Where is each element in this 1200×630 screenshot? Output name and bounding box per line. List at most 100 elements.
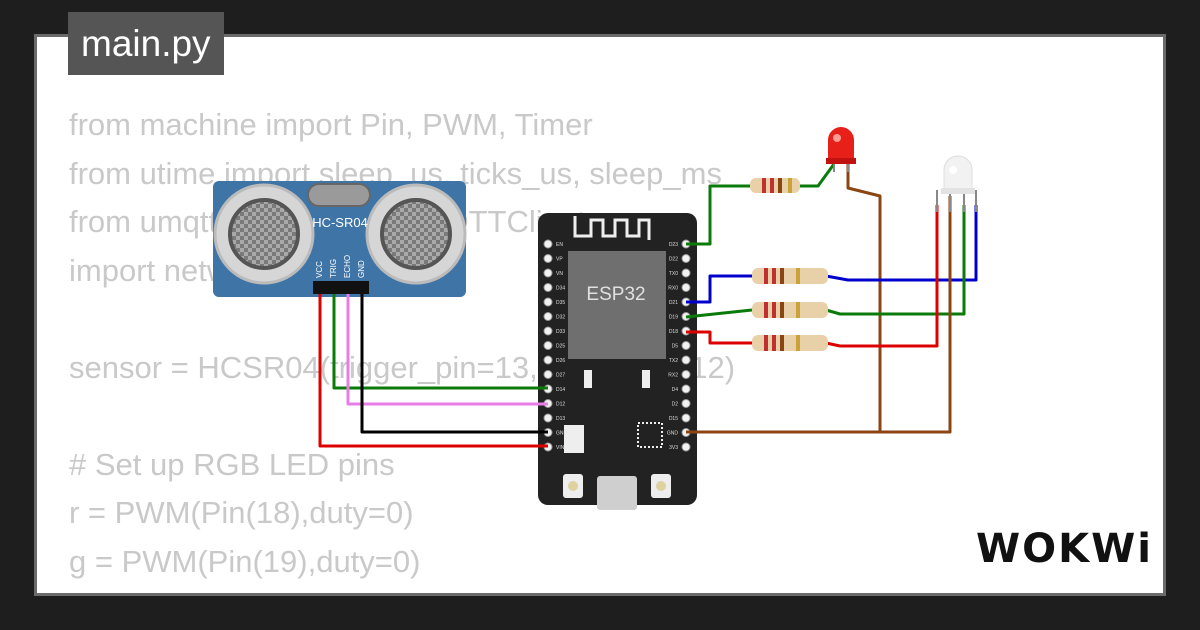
sensor-pin-label: ECHO	[343, 255, 352, 278]
wokwi-logo: WOKWi	[976, 526, 1153, 572]
pin-label: D19	[669, 315, 678, 321]
usb-chip	[637, 422, 663, 448]
pin-label: D12	[556, 402, 565, 408]
header-pin[interactable]	[681, 283, 691, 292]
pin-label: D18	[669, 329, 678, 335]
resistor-d18[interactable]	[752, 335, 828, 351]
wire-trig	[332, 294, 548, 390]
sensor-mesh-right	[380, 198, 452, 270]
pin-label: D27	[556, 373, 565, 379]
pin-label: VIN	[556, 445, 565, 451]
wire-d19	[685, 308, 753, 319]
header-pin[interactable]	[543, 413, 553, 423]
header-pin[interactable]	[681, 413, 691, 423]
code-line: g = PWM(Pin(19),duty=0)	[69, 543, 421, 579]
sensor-pin-label: TRIG	[329, 259, 338, 278]
pin-label: VN	[556, 271, 563, 277]
pin-label: D13	[556, 416, 565, 422]
pin-label: D32	[556, 315, 565, 321]
wire-echo	[346, 294, 548, 406]
pin-label: D33	[556, 329, 565, 335]
header-pin[interactable]	[681, 384, 691, 394]
pin-label: VP	[556, 257, 563, 263]
pin-label: TX0	[669, 271, 678, 277]
pin-label: EN	[556, 242, 563, 248]
pin-label: GND	[556, 431, 568, 437]
header-pin[interactable]	[543, 355, 553, 365]
sensor-header	[313, 281, 369, 294]
pin-label: D5	[672, 344, 679, 350]
pin-label: D4	[672, 387, 679, 393]
code-line: sensor = HCSR04(trigger_pin=13, echo_pin…	[69, 349, 736, 385]
resistor-d19[interactable]	[752, 302, 828, 318]
header-pin[interactable]	[543, 370, 553, 379]
wire-red-channel	[825, 205, 939, 348]
wire-led-anode	[798, 163, 836, 188]
code-line: r = PWM(Pin(18),duty=0)	[69, 495, 414, 530]
header-pin[interactable]	[543, 268, 553, 278]
header-pin[interactable]	[681, 442, 691, 452]
header-pin[interactable]	[543, 297, 553, 307]
pin-label: D25	[556, 344, 565, 350]
wire-vcc	[318, 294, 548, 448]
wire-led-cathode	[686, 164, 882, 434]
wire-green-channel	[825, 205, 966, 316]
rgb-led[interactable]	[936, 155, 977, 212]
sensor-pin-label: GND	[357, 260, 366, 278]
pin-label: D2	[672, 402, 679, 408]
pin-label: D21	[669, 300, 678, 306]
antenna-trace	[573, 216, 651, 240]
wire-gnd	[360, 294, 548, 434]
pin-label: D22	[669, 257, 678, 263]
code-line: b = PWM(Pin(21),duty=0)	[69, 586, 735, 593]
header-pin[interactable]	[543, 341, 553, 350]
wire-rgb-common	[880, 196, 952, 434]
sensor-model-label: HC-SR04	[312, 215, 368, 230]
red-led[interactable]	[826, 127, 856, 172]
resistor-d21[interactable]	[752, 268, 828, 284]
usb-port[interactable]	[597, 476, 637, 510]
header-pin[interactable]	[543, 283, 553, 292]
pin-label: RX2	[668, 373, 678, 379]
header-pin[interactable]	[681, 399, 691, 408]
header-pin[interactable]	[681, 341, 691, 350]
esp32-module	[568, 251, 666, 359]
pin-label: RX0	[668, 286, 678, 292]
header-pin[interactable]	[681, 355, 691, 365]
wires	[318, 163, 978, 448]
header-pin[interactable]	[681, 254, 691, 263]
pin-label: D26	[556, 358, 565, 364]
esp32-label: ESP32	[586, 284, 645, 305]
wire-d21	[686, 274, 752, 304]
pin-label: D23	[669, 242, 678, 248]
pin-label: D15	[669, 416, 678, 422]
header-pin[interactable]	[543, 254, 553, 263]
pin-label: GND	[667, 431, 679, 437]
pin-label: D14	[556, 387, 565, 393]
sensor-mesh-left	[228, 198, 300, 270]
code-line: from machine import Pin, PWM, Timer	[69, 107, 593, 142]
voltage-regulator	[564, 425, 584, 453]
wire-blue-channel	[825, 205, 978, 282]
pin-label: D35	[556, 300, 565, 306]
pin-label: TX2	[669, 358, 678, 364]
resistor-d23[interactable]	[750, 178, 800, 193]
wire-d18	[686, 330, 752, 345]
hc-sr04-sensor[interactable]: HC-SR04 VCC TRIG ECHO GND	[213, 181, 467, 297]
file-tab[interactable]: main.py	[68, 12, 224, 75]
header-pin[interactable]	[681, 268, 691, 278]
code-line: # Set up RGB LED pins	[69, 446, 395, 482]
wire-d23	[686, 184, 752, 246]
header-pin[interactable]	[681, 370, 691, 379]
pin-label: 3V3	[669, 445, 678, 451]
header-pin[interactable]	[543, 312, 553, 321]
sensor-pin-label: VCC	[315, 261, 324, 278]
esp32-board[interactable]: ESP32 ENVPVND34D35D32D33D25D26D27D14D12D…	[538, 213, 697, 510]
pin-label: D34	[556, 286, 565, 292]
header-pin[interactable]	[543, 239, 553, 249]
sensor-crystal	[307, 183, 371, 207]
header-pin[interactable]	[543, 326, 553, 336]
